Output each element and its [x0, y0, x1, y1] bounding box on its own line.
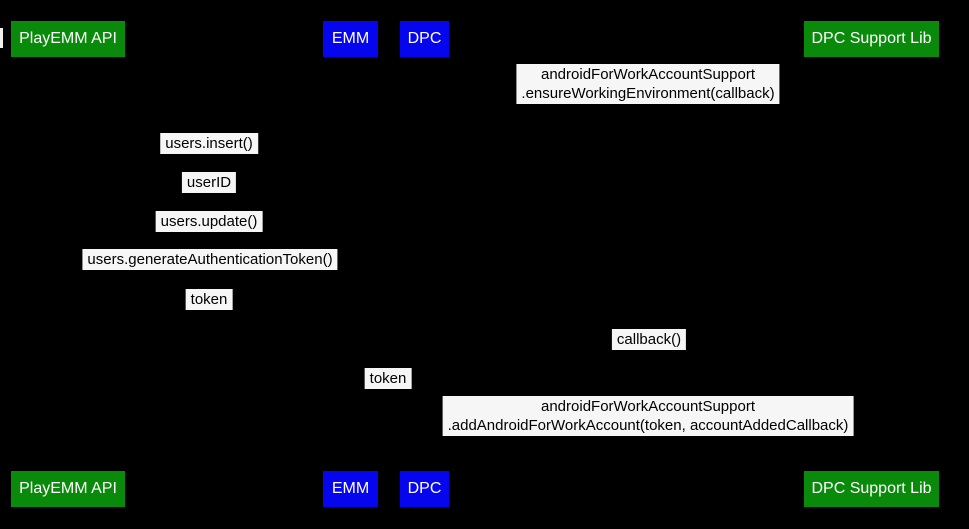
- actor-label: DPC: [407, 30, 442, 47]
- actor-label: PlayEMM API: [19, 480, 117, 497]
- message-ensure-working-environment: androidForWorkAccountSupport .ensureWork…: [516, 64, 780, 104]
- message-generate-authentication-token: users.generateAuthenticationToken(): [82, 249, 338, 270]
- actor-label: EMM: [331, 30, 370, 47]
- actor-bottom-dpc-support-lib: DPC Support Lib: [804, 471, 939, 507]
- message-users-insert: users.insert(): [160, 133, 258, 154]
- actor-bottom-playemm-api: PlayEMM API: [11, 471, 125, 507]
- message-add-android-for-work-account: androidForWorkAccountSupport .addAndroid…: [442, 396, 854, 436]
- actor-label: DPC Support Lib: [811, 480, 932, 497]
- actor-bottom-emm: EMM: [323, 471, 378, 507]
- left-edge-activation-artifact: [0, 28, 3, 48]
- actor-label: DPC: [407, 480, 442, 497]
- message-token-emm: token: [185, 289, 233, 310]
- actor-top-dpc: DPC: [400, 21, 449, 57]
- actor-top-dpc-support-lib: DPC Support Lib: [804, 21, 939, 57]
- actor-label: PlayEMM API: [19, 30, 117, 47]
- actor-top-playemm-api: PlayEMM API: [11, 21, 125, 57]
- message-callback: callback(): [611, 329, 687, 350]
- actor-label: EMM: [331, 480, 370, 497]
- message-userid: userID: [181, 172, 237, 193]
- actor-top-emm: EMM: [323, 21, 378, 57]
- message-users-update: users.update(): [155, 211, 263, 232]
- actor-bottom-dpc: DPC: [400, 471, 449, 507]
- actor-label: DPC Support Lib: [811, 30, 932, 47]
- message-token-dpc: token: [364, 368, 412, 389]
